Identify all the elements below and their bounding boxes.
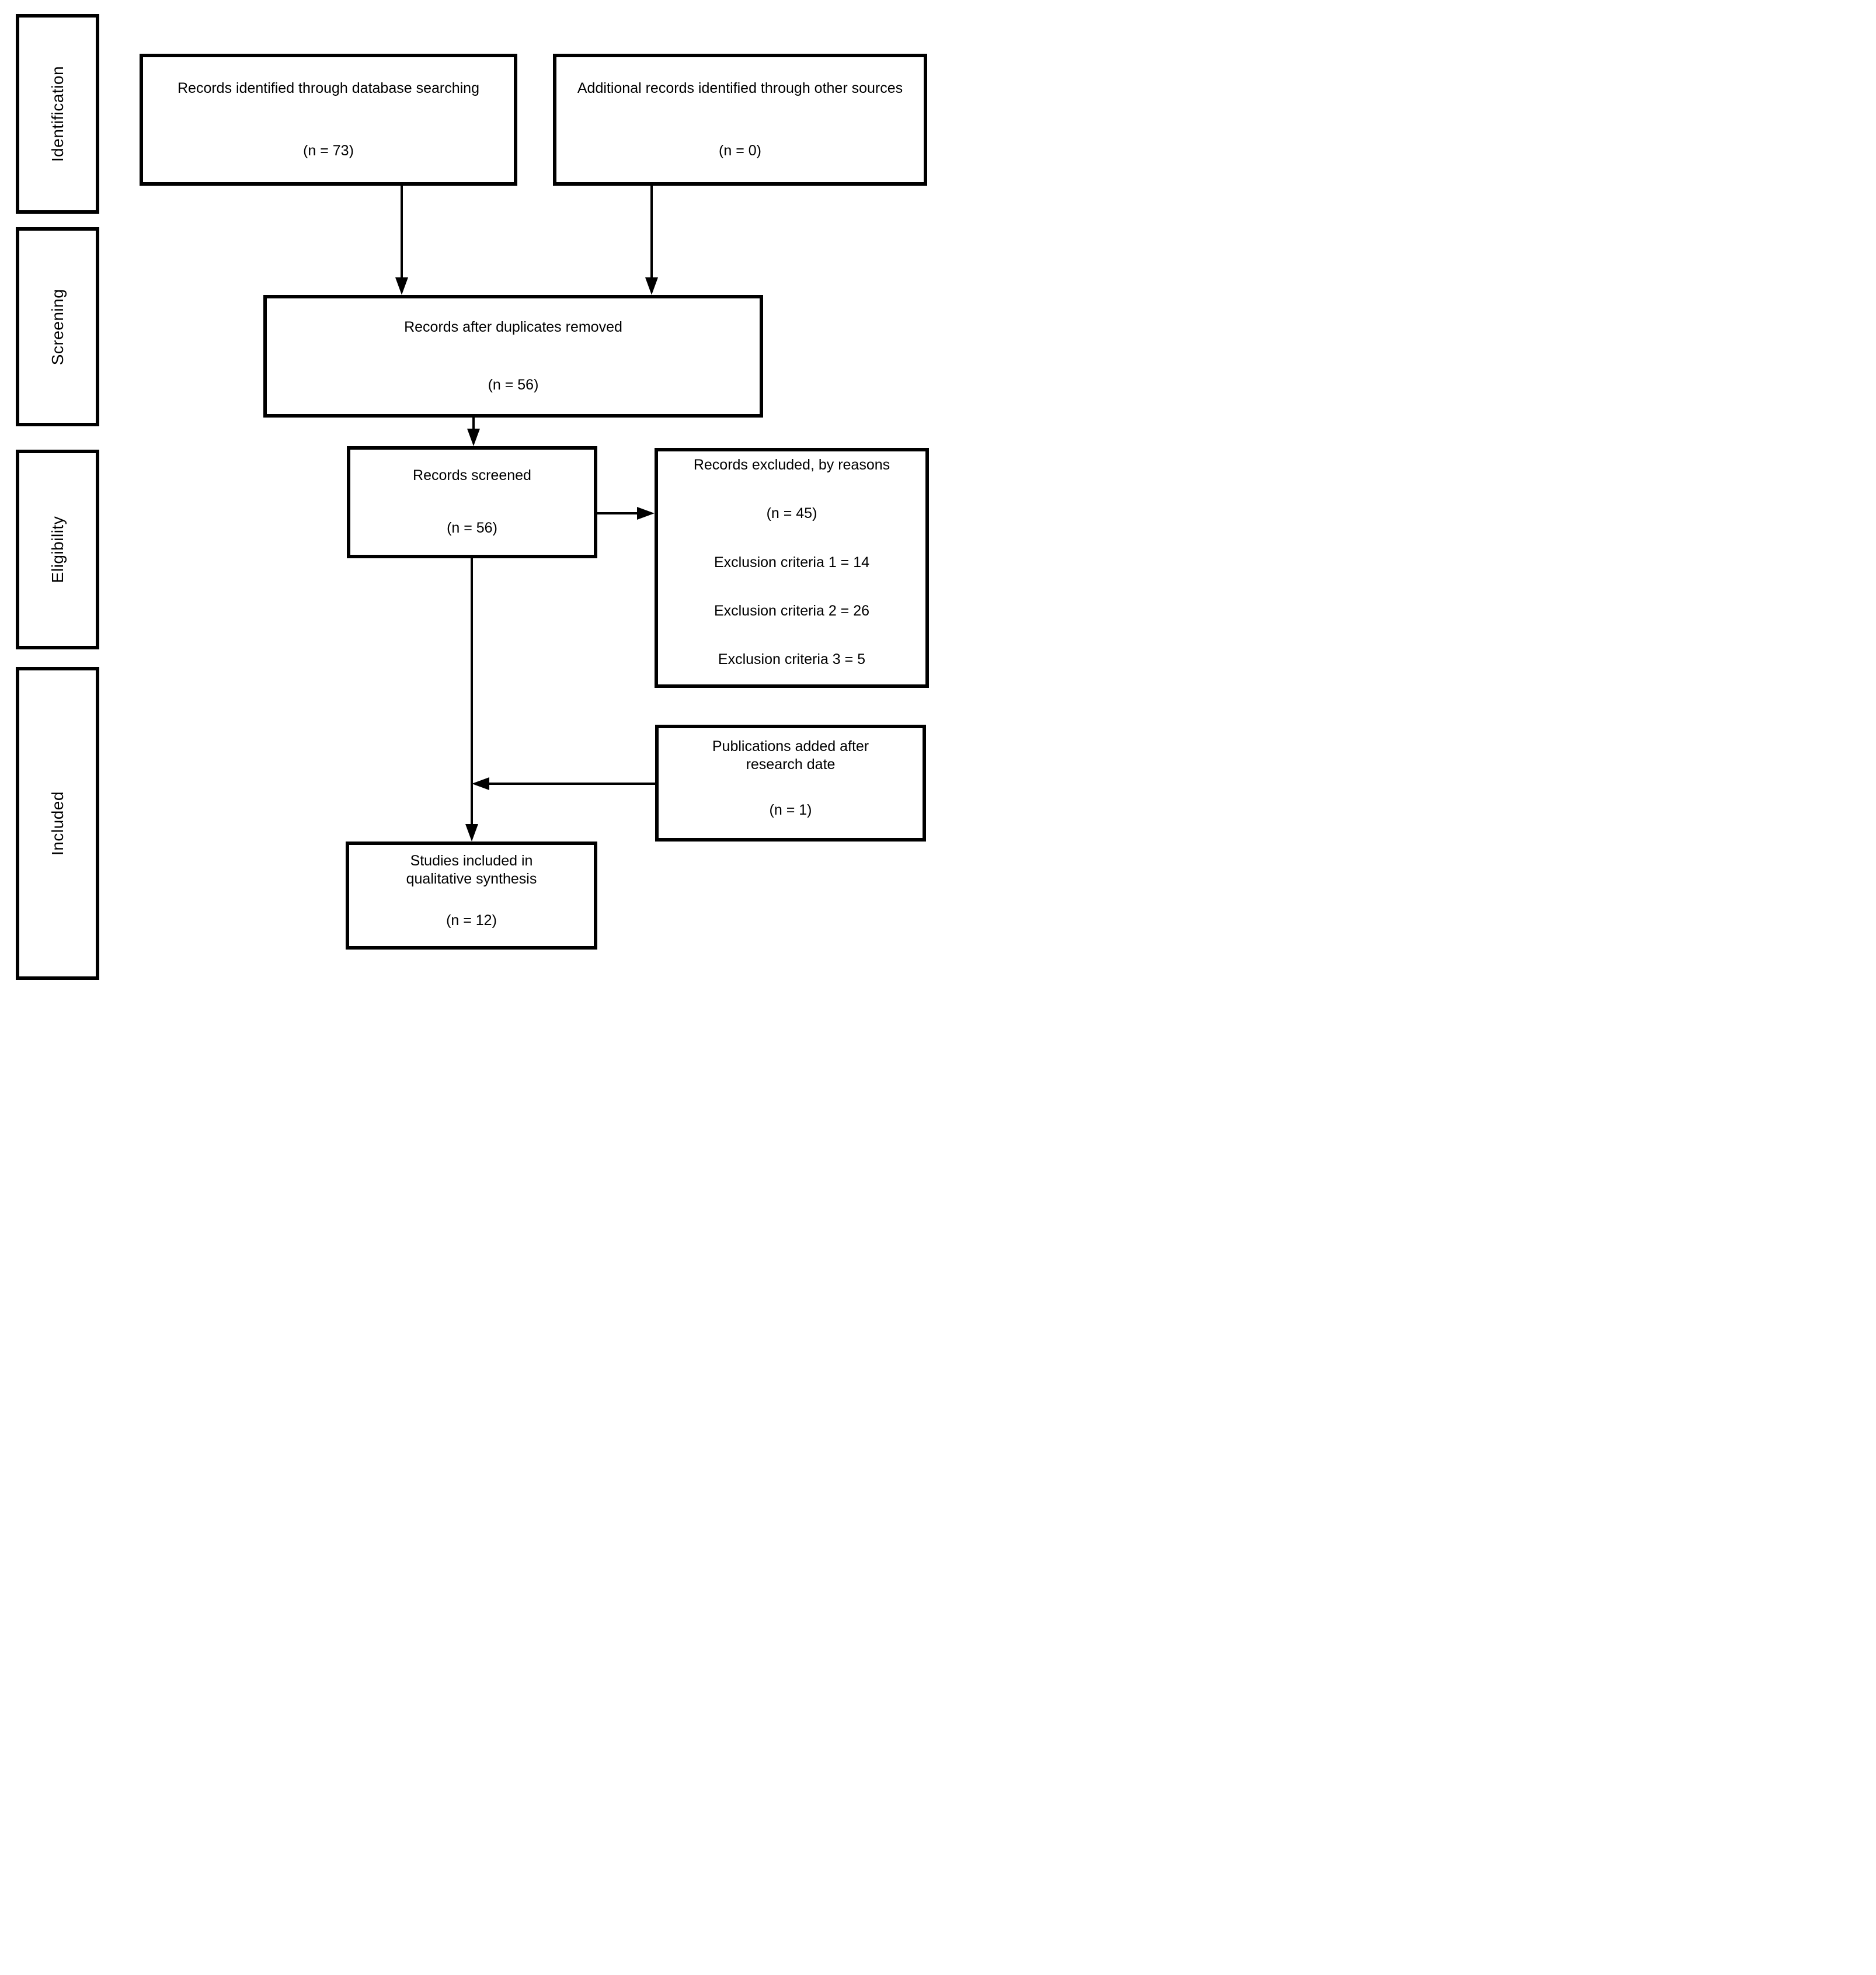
box-publications-added: Publications added after research date (… <box>655 725 926 842</box>
exclusion-criteria-1: Exclusion criteria 1 = 14 <box>713 554 870 571</box>
arrowhead-publications-to-main <box>472 777 489 790</box>
publications-added-title: Publications added after research date <box>712 738 869 773</box>
box-records-identified: Records identified through database sear… <box>140 54 517 186</box>
studies-included-count: (n = 12) <box>446 912 497 929</box>
records-excluded-count: (n = 45) <box>766 505 817 522</box>
stage-box-eligibility: Eligibility <box>16 450 99 649</box>
publications-added-count: (n = 1) <box>769 802 812 819</box>
arrow-line-screened-to-studies <box>471 558 473 825</box>
stage-label-screening: Screening <box>48 288 67 365</box>
box-records-screened: Records screened (n = 56) <box>347 446 597 558</box>
records-identified-count: (n = 73) <box>303 142 354 159</box>
box-additional-records: Additional records identified through ot… <box>553 54 927 186</box>
box-duplicates-removed: Records after duplicates removed (n = 56… <box>263 295 763 418</box>
stage-label-eligibility: Eligibility <box>48 516 67 583</box>
arrow-line-screened-to-excluded <box>597 512 638 514</box>
duplicates-removed-title: Records after duplicates removed <box>404 318 622 335</box>
box-studies-included: Studies included in qualitative synthesi… <box>346 842 597 950</box>
exclusion-criteria-2: Exclusion criteria 2 = 26 <box>713 602 870 619</box>
studies-included-title: Studies included in qualitative synthesi… <box>406 853 537 888</box>
arrowhead-screened-to-excluded <box>637 507 655 520</box>
arrow-line-duplicates-to-screened <box>472 418 475 432</box>
arrowhead-additional-to-duplicates <box>645 277 658 295</box>
records-screened-title: Records screened <box>413 467 531 484</box>
arrowhead-identified-to-duplicates <box>395 277 408 295</box>
records-screened-count: (n = 56) <box>447 520 497 537</box>
exclusion-criteria-3: Exclusion criteria 3 = 5 <box>718 651 866 667</box>
stage-box-included: Included <box>16 667 99 980</box>
arrowhead-duplicates-to-screened <box>467 429 480 446</box>
box-records-excluded: Records excluded, by reasons (n = 45) Ex… <box>655 448 929 688</box>
duplicates-removed-count: (n = 56) <box>488 376 539 393</box>
additional-records-title: Additional records identified through ot… <box>577 79 903 96</box>
records-identified-title: Records identified through database sear… <box>177 79 479 96</box>
additional-records-count: (n = 0) <box>719 142 761 159</box>
arrow-line-identified-to-duplicates <box>401 186 403 280</box>
arrow-line-publications-to-main <box>488 783 655 785</box>
stage-label-identification: Identification <box>48 65 67 162</box>
arrow-line-additional-to-duplicates <box>650 186 653 280</box>
stage-box-screening: Screening <box>16 227 99 426</box>
prisma-flow-diagram: Identification Screening Eligibility Inc… <box>0 0 938 988</box>
arrowhead-screened-to-studies <box>465 824 478 842</box>
records-excluded-title: Records excluded, by reasons <box>693 457 890 473</box>
stage-label-included: Included <box>48 791 67 856</box>
stage-box-identification: Identification <box>16 14 99 214</box>
